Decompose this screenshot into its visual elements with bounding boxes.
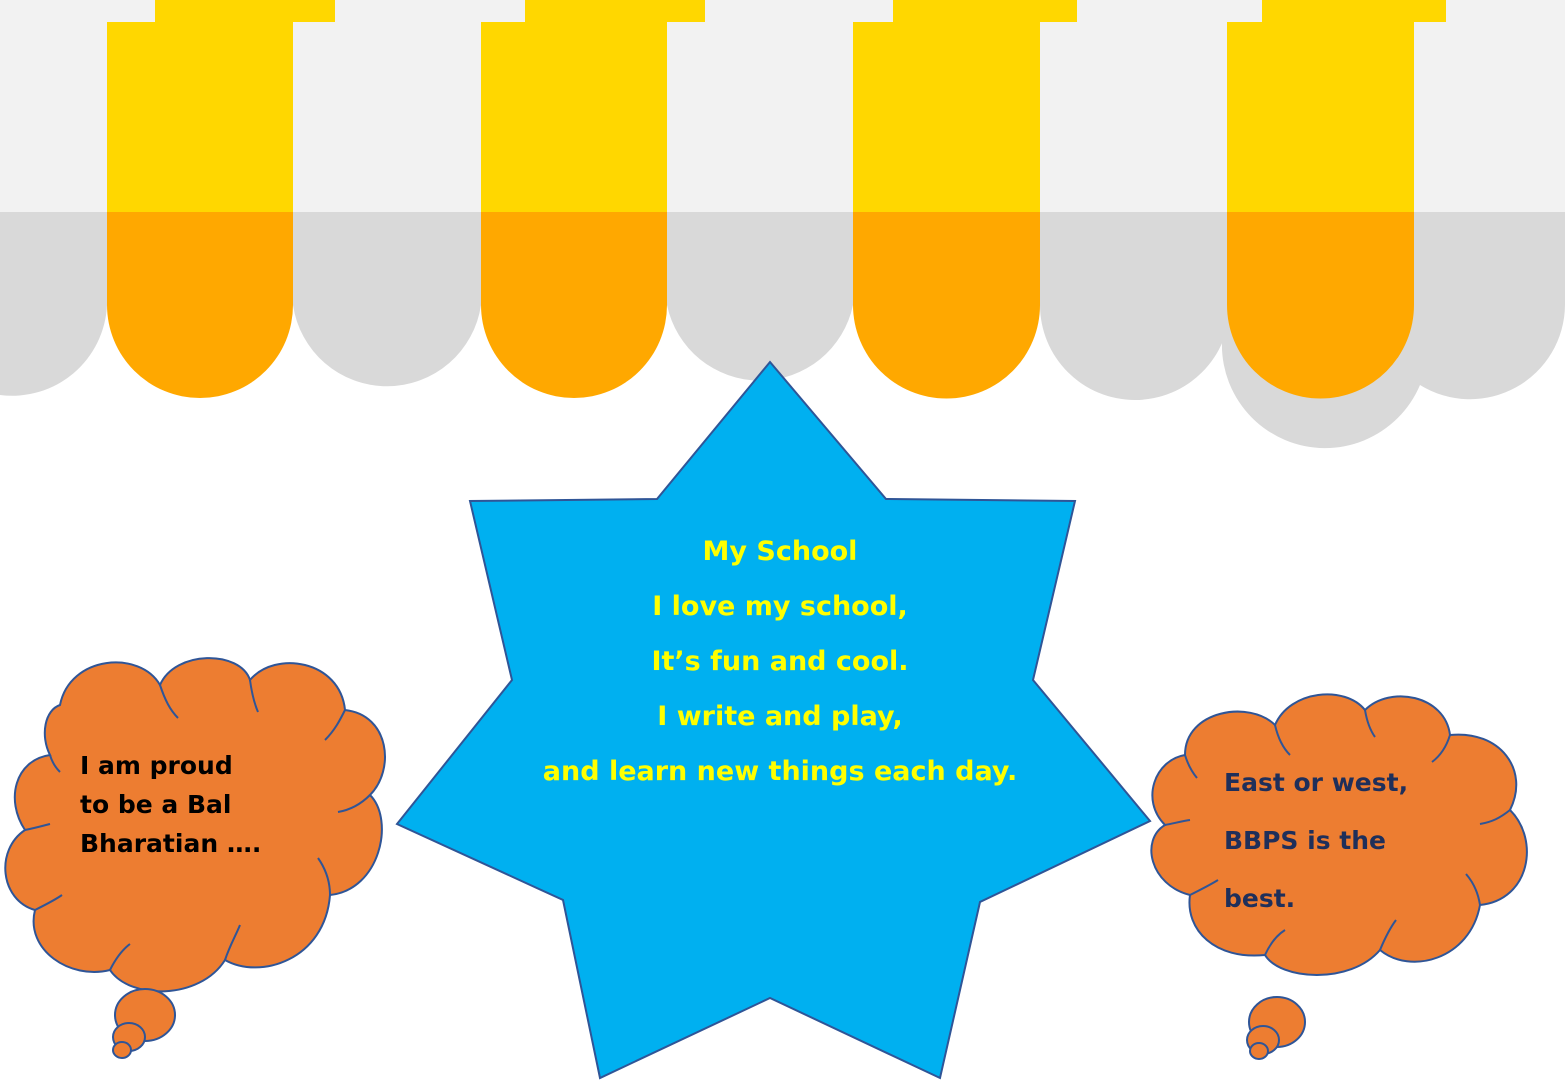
left-thought-cloud [4,657,386,1059]
poem-title: My School [702,536,858,567]
star-shape [395,360,1152,1080]
left-cloud-line-1: I am proud [80,751,233,780]
poem-line-2: It’s fun and cool. [651,646,909,677]
right-cloud-line-2: BBPS is the [1224,826,1386,855]
awning-white-scallops [0,212,1565,449]
poem-line-1: I love my school, [652,591,908,622]
left-cloud-line-3: Bharatian …. [80,829,262,858]
right-cloud-text: East or west, BBPS is the best. [1224,766,1444,940]
awning [0,0,1565,449]
poem-line-4: and learn new things each day. [542,756,1018,787]
left-cloud-text: I am proud to be a Bal Bharatian …. [80,746,300,863]
poem: My School I love my school, It’s fun and… [430,530,1130,805]
right-cloud-line-1: East or west, [1224,768,1409,797]
left-cloud-line-2: to be a Bal [80,790,232,819]
awning-yellow-stripes [107,0,1446,399]
right-thought-cloud [1150,693,1528,1060]
right-cloud-line-3: best. [1224,884,1296,913]
poem-line-3: I write and play, [657,701,903,732]
